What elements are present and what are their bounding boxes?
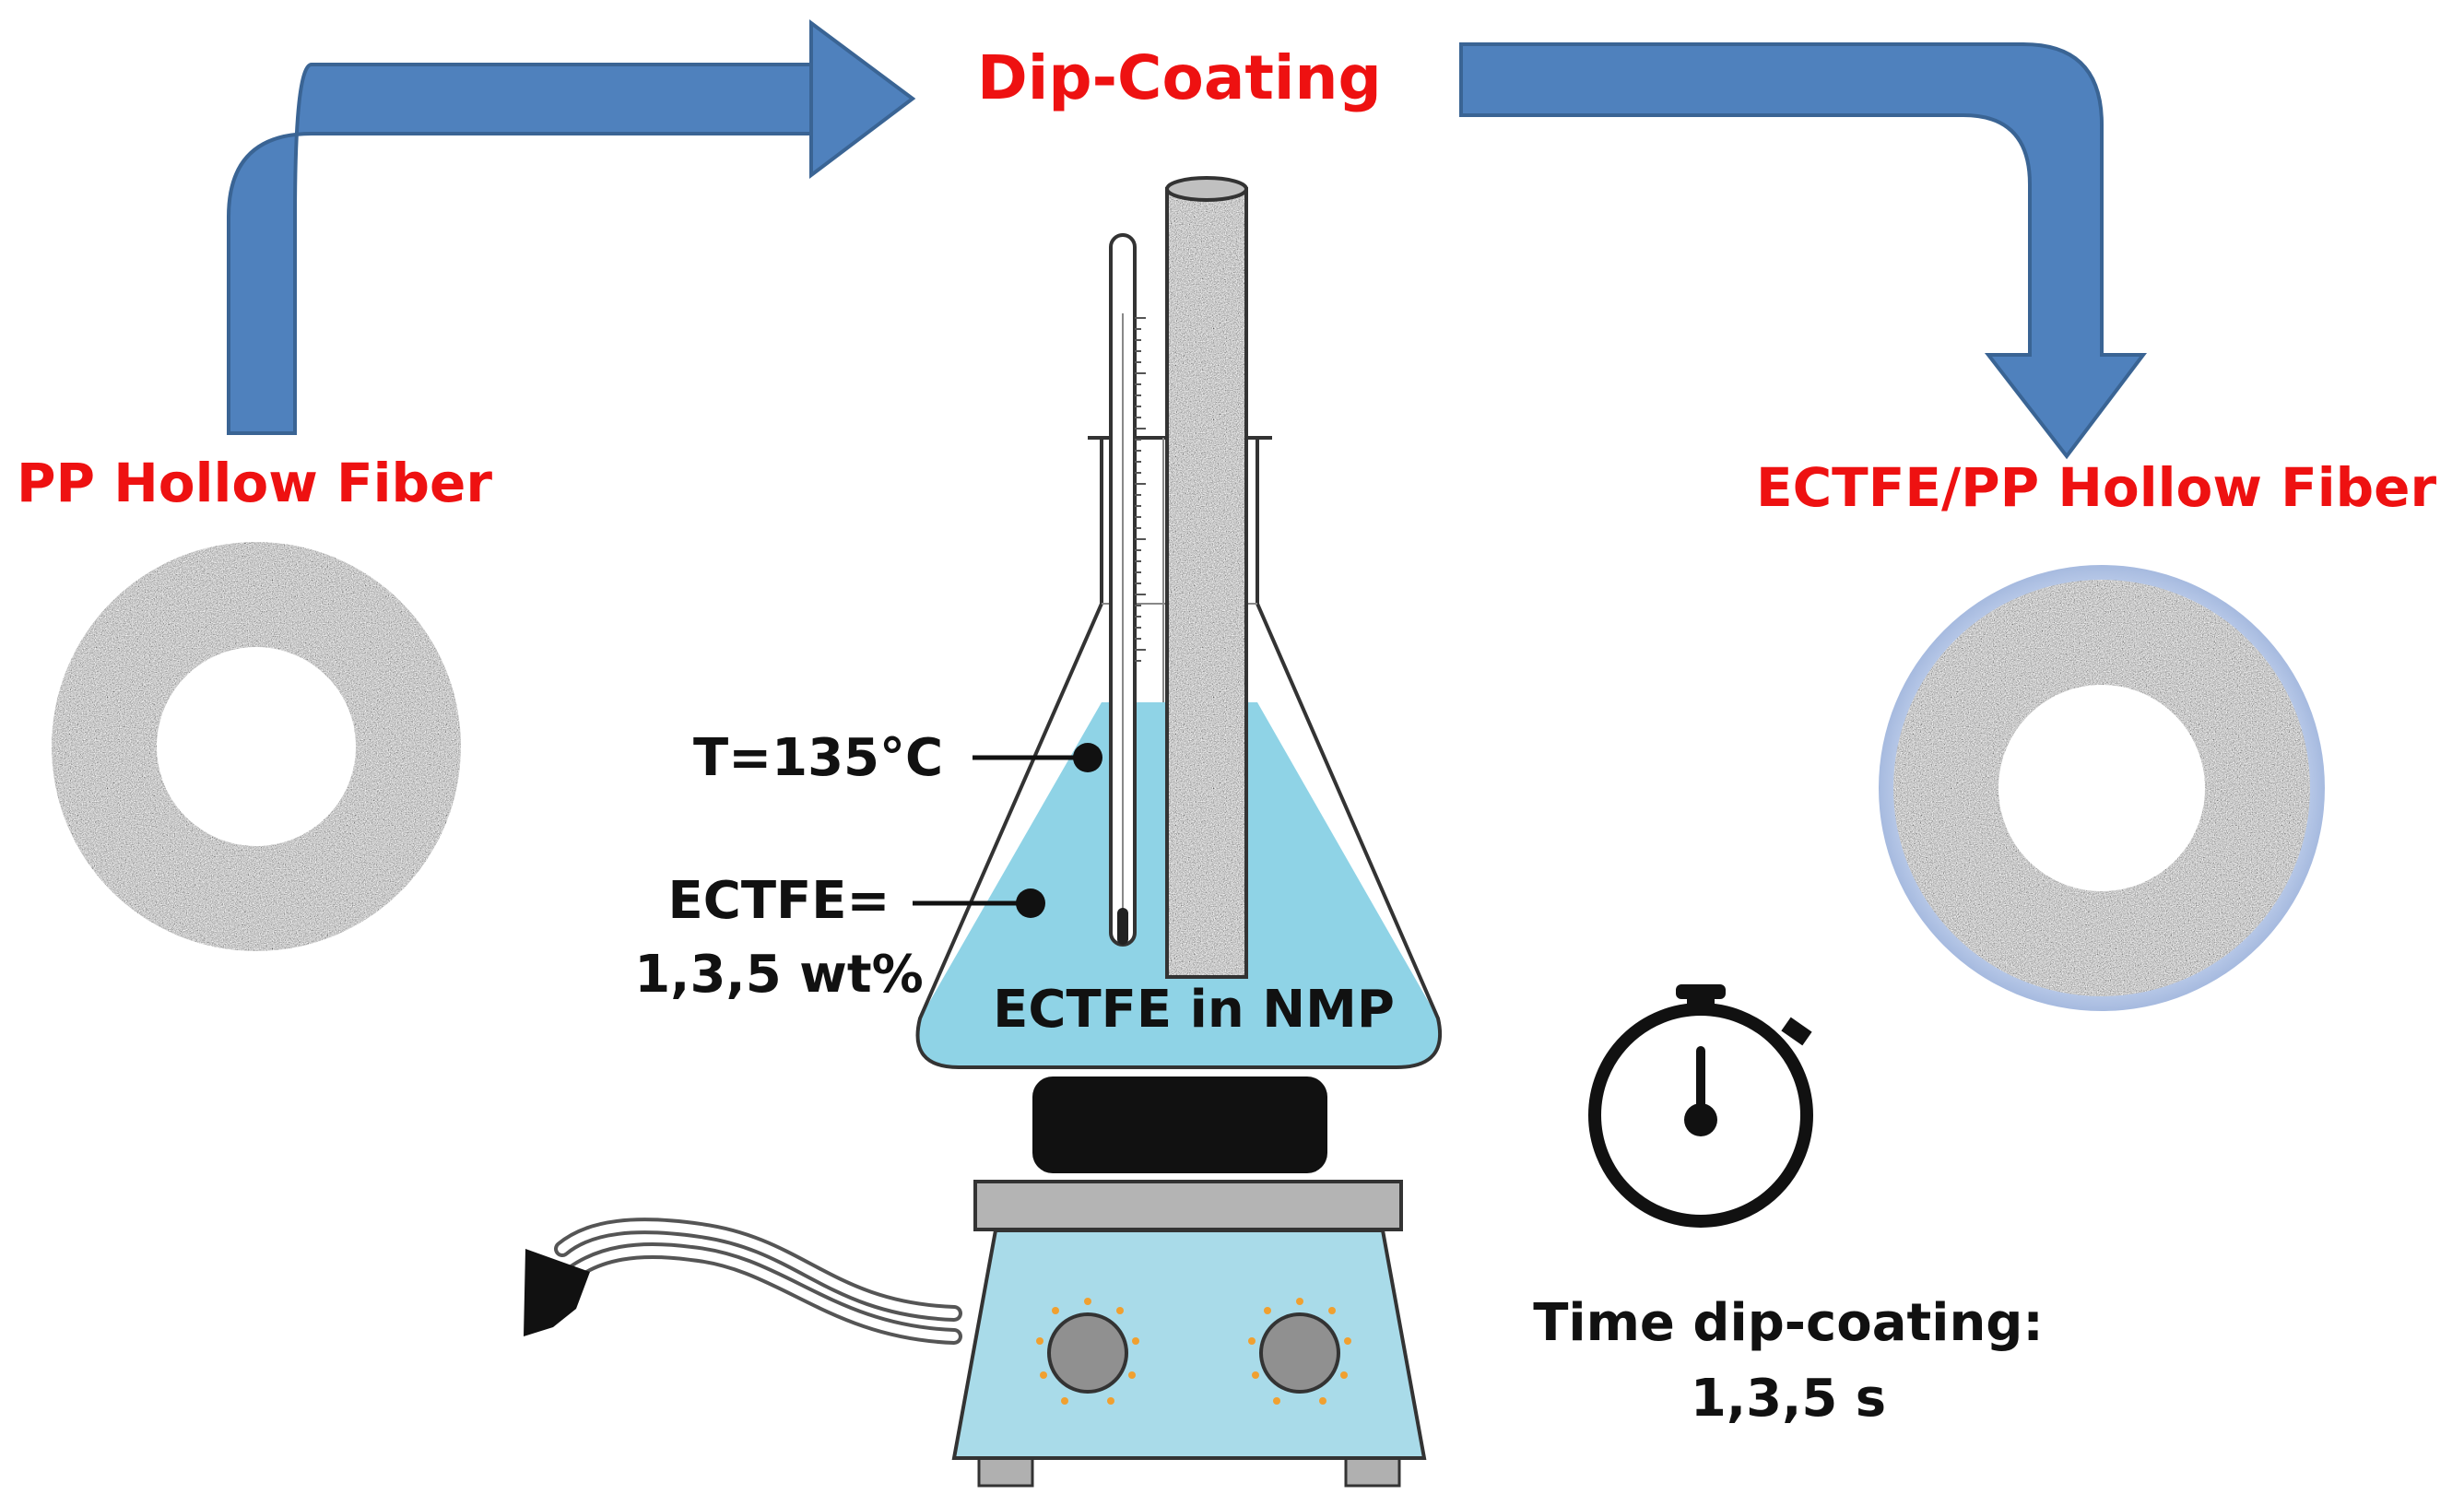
hot-plate-foot-left [977,1454,1034,1488]
stirring-speed-knob [1248,1298,1351,1405]
timer-label-line1: Time dip-coating: [1533,1293,2044,1353]
output-fiber-label: ECTFE/PP Hollow Fiber [1756,456,2437,519]
hollow-fiber-being-coated [1165,176,1248,979]
plug-icon [524,1249,590,1336]
process-arrow-left [227,19,916,435]
temperature-leader [973,743,1102,772]
hot-plate-body [951,1229,1427,1460]
solution-label: ECTFE in NMP [993,980,1395,1040]
hot-plate [524,1180,1427,1488]
pp-hollow-fiber-cross-section [52,542,461,951]
stopwatch-icon [1588,984,1813,1228]
temperature-label: T=135°C [693,728,944,788]
thermometer [1109,233,1146,947]
process-arrow-right [1459,42,2148,460]
input-fiber-label: PP Hollow Fiber [17,452,492,514]
hot-plate-top [973,1180,1403,1231]
hot-plate-pad [1032,1077,1327,1173]
flask-outline [915,438,1443,1069]
timer-label-line2: 1,3,5 s [1690,1369,1887,1429]
ectfe-pp-hollow-fiber-cross-section [1879,565,2325,1011]
temperature-knob [1036,1298,1139,1405]
concentration-label-line1: ECTFE= [667,871,890,931]
diagram-title: Dip-Coating [977,42,1382,113]
concentration-leader [913,888,1045,918]
hot-plate-foot-right [1344,1454,1401,1488]
concentration-label-line2: 1,3,5 wt% [634,945,924,1005]
